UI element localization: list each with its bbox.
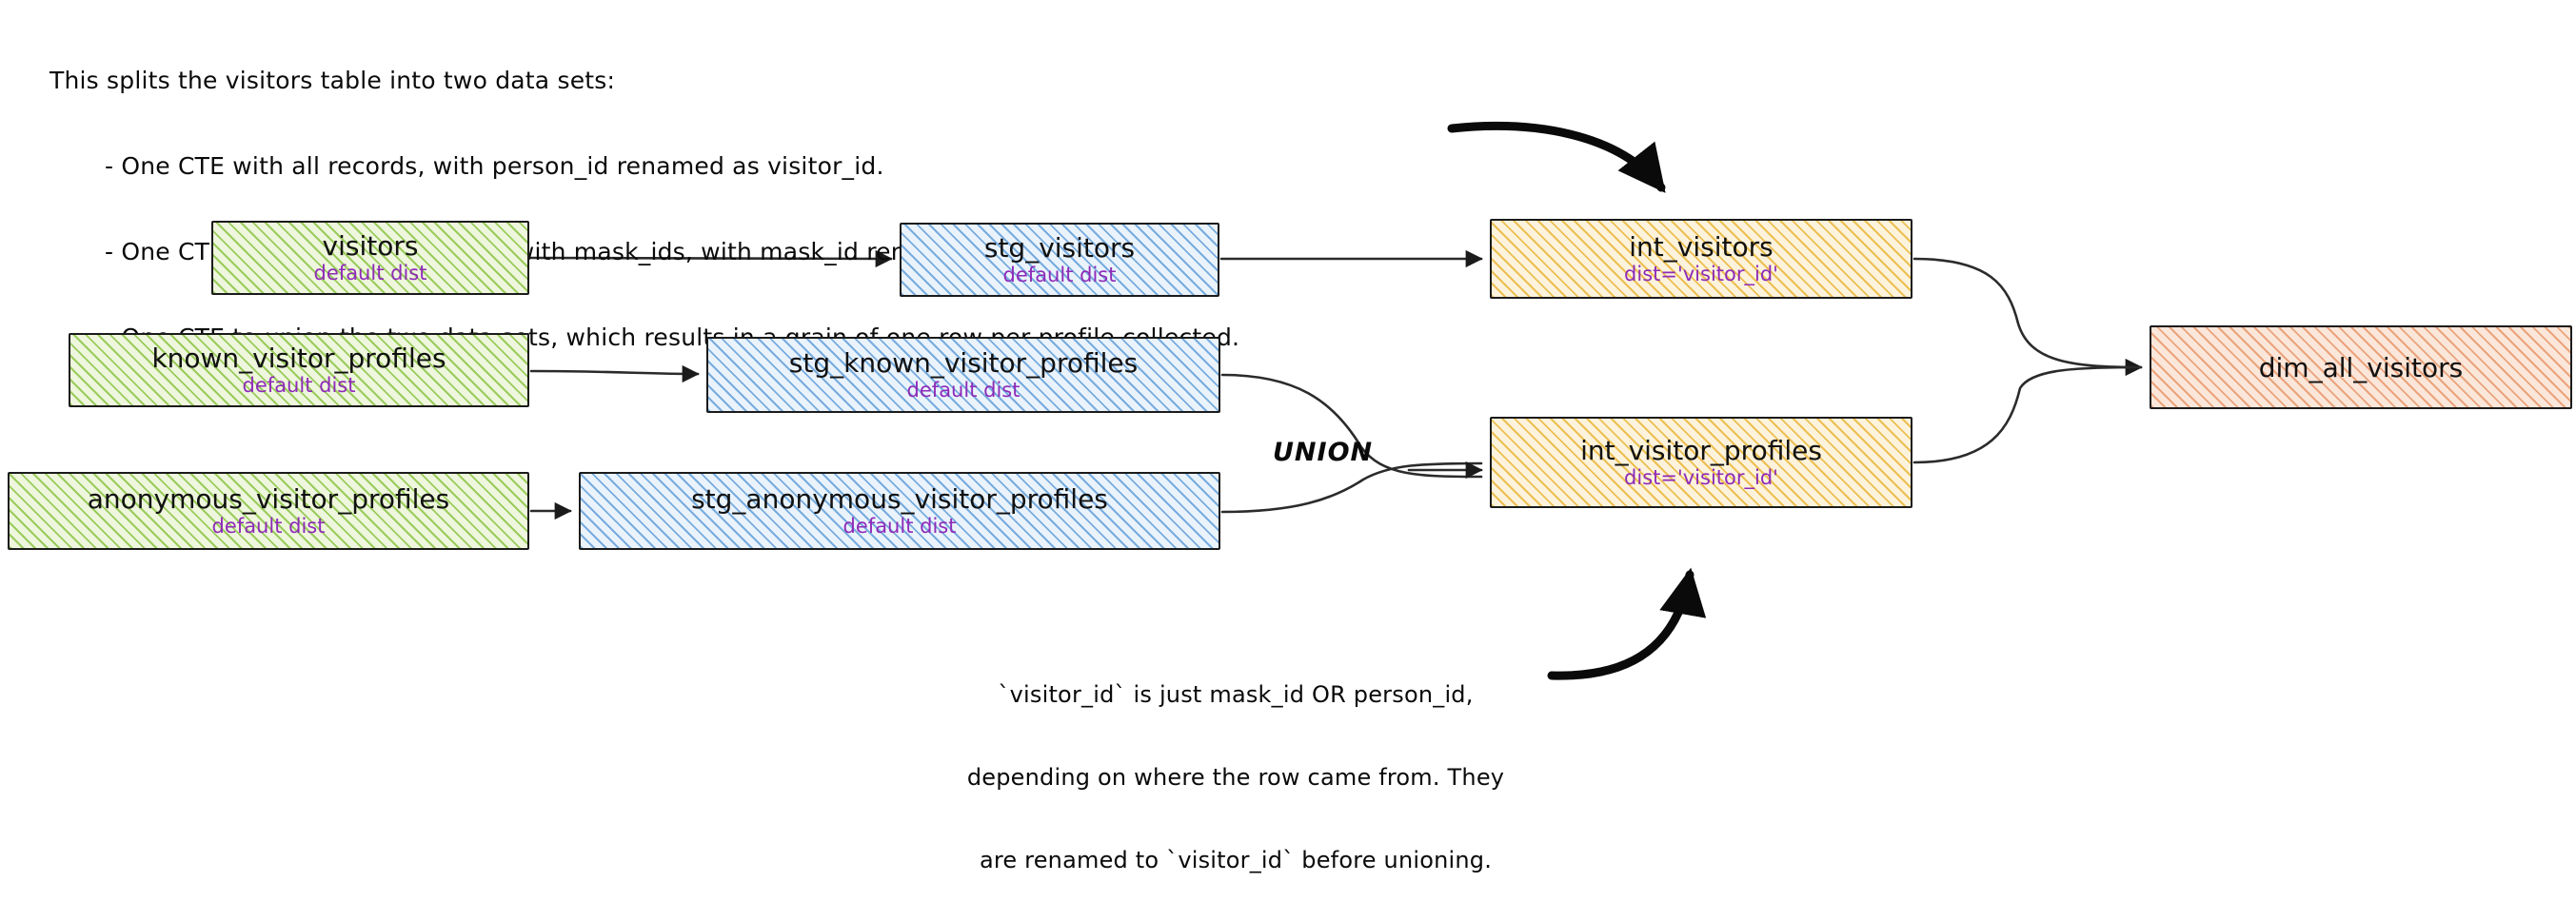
edge-known-to-stg-known <box>529 364 700 383</box>
node-stg-known-visitor-profiles-subtitle: default dist <box>906 378 1020 402</box>
header-note-line-2: - One CTE with all records, with person_… <box>105 152 884 180</box>
bottom-note: `visitor_id` is just mask_id OR person_i… <box>931 626 1540 902</box>
node-anonymous-visitor-profiles[interactable]: anonymous_visitor_profiles default dist <box>8 472 529 550</box>
node-dim-all-visitors-title: dim_all_visitors <box>2258 351 2464 383</box>
callout-arrow-bottom-to-int-visitor-profiles <box>1547 567 1707 680</box>
edge-stg-known-to-int-visitor-profiles <box>1220 373 1483 479</box>
node-visitors-title: visitors <box>322 229 419 262</box>
node-int-visitors-subtitle: dist='visitor_id' <box>1624 262 1778 285</box>
node-stg-anonymous-visitor-profiles[interactable]: stg_anonymous_visitor_profiles default d… <box>579 472 1220 550</box>
bottom-note-line-3: are renamed to `visitor_id` before union… <box>979 847 1493 873</box>
edge-stg-anonymous-to-int-visitor-profiles <box>1220 461 1483 514</box>
node-int-visitor-profiles-title: int_visitor_profiles <box>1580 434 1822 466</box>
node-known-visitor-profiles[interactable]: known_visitor_profiles default dist <box>69 333 529 407</box>
edge-int-visitors-to-dim-all-visitors <box>1912 257 2143 377</box>
node-stg-visitors-subtitle: default dist <box>1002 263 1117 286</box>
node-stg-known-visitor-profiles[interactable]: stg_known_visitor_profiles default dist <box>706 337 1220 413</box>
bottom-note-line-1: `visitor_id` is just mask_id OR person_i… <box>998 681 1474 708</box>
node-anonymous-visitor-profiles-title: anonymous_visitor_profiles <box>87 482 450 515</box>
node-int-visitors[interactable]: int_visitors dist='visitor_id' <box>1490 219 1912 299</box>
node-stg-known-visitor-profiles-title: stg_known_visitor_profiles <box>788 346 1139 379</box>
node-stg-visitors-title: stg_visitors <box>983 231 1136 264</box>
node-stg-anonymous-visitor-profiles-title: stg_anonymous_visitor_profiles <box>691 482 1108 515</box>
bottom-note-line-2: depending on where the row came from. Th… <box>966 764 1505 791</box>
node-dim-all-visitors[interactable]: dim_all_visitors <box>2150 325 2572 409</box>
node-known-visitor-profiles-title: known_visitor_profiles <box>151 342 446 374</box>
node-int-visitor-profiles[interactable]: int_visitor_profiles dist='visitor_id' <box>1490 417 1912 508</box>
node-visitors[interactable]: visitors default dist <box>211 221 529 295</box>
node-anonymous-visitor-profiles-subtitle: default dist <box>211 514 326 538</box>
node-int-visitors-title: int_visitors <box>1629 230 1773 263</box>
edge-visitors-to-stg-visitors <box>528 249 893 268</box>
node-int-visitor-profiles-subtitle: dist='visitor_id' <box>1624 465 1778 489</box>
header-note-line-1: This splits the visitors table into two … <box>50 67 616 94</box>
callout-arrow-header-to-int-visitors <box>1447 121 1666 193</box>
node-stg-visitors[interactable]: stg_visitors default dist <box>900 223 1219 297</box>
node-stg-anonymous-visitor-profiles-subtitle: default dist <box>842 514 957 538</box>
node-known-visitor-profiles-subtitle: default dist <box>242 373 356 397</box>
header-note: This splits the visitors table into two … <box>50 10 1239 381</box>
union-label: UNION <box>1273 438 1374 467</box>
edge-int-visitor-profiles-to-dim-all-visitors <box>1912 365 2143 464</box>
node-visitors-subtitle: default dist <box>313 261 427 284</box>
diagram-canvas <box>528 121 2143 680</box>
